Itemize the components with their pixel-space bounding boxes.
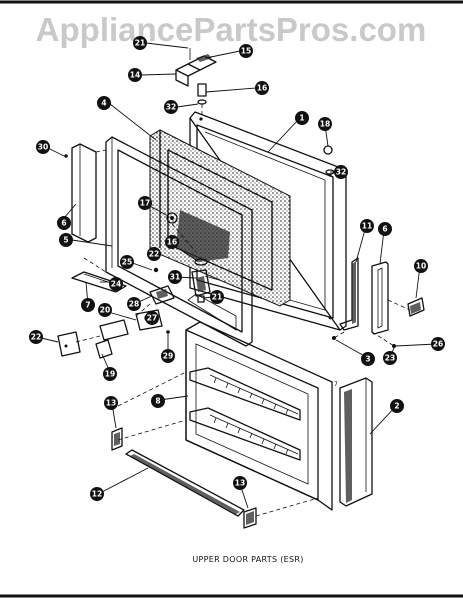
callout-31: 31 (168, 270, 182, 284)
svg-text:4: 4 (101, 99, 106, 108)
svg-text:28: 28 (129, 300, 139, 309)
callout-28: 28 (127, 297, 141, 311)
callout-7: 7 (81, 298, 95, 312)
callout-11: 11 (360, 219, 374, 233)
svg-text:25: 25 (122, 258, 132, 267)
svg-text:2: 2 (394, 402, 399, 411)
svg-text:16: 16 (167, 238, 177, 247)
svg-text:7: 7 (85, 301, 90, 310)
right-hinge-bracket (339, 257, 359, 331)
callout-18: 18 (318, 117, 332, 131)
svg-text:14: 14 (130, 71, 140, 80)
svg-text:19: 19 (105, 370, 115, 379)
svg-text:6: 6 (382, 225, 387, 234)
svg-text:16: 16 (257, 84, 267, 93)
svg-text:32: 32 (166, 103, 176, 112)
svg-text:23: 23 (385, 354, 395, 363)
svg-text:27: 27 (147, 314, 157, 323)
door-gasket-frame (105, 136, 253, 347)
svg-text:5: 5 (63, 236, 68, 245)
trim-end-caps (111, 427, 257, 529)
svg-text:26: 26 (433, 340, 443, 349)
svg-text:6: 6 (61, 219, 66, 228)
callout-3: 3 (361, 352, 375, 366)
svg-text:18: 18 (320, 120, 330, 129)
callout-13-right: 13 (233, 476, 247, 490)
center-hinge-parts (191, 258, 211, 303)
svg-text:3: 3 (365, 355, 370, 364)
callout-13-left: 13 (104, 396, 118, 410)
bottom-trim-bar (125, 449, 245, 517)
svg-text:30: 30 (38, 143, 48, 152)
callout-2: 2 (390, 399, 404, 413)
alignment-lines (75, 104, 411, 517)
watermark-text: AppliancePartsPros.com (36, 11, 427, 48)
callout-29: 29 (161, 349, 175, 363)
svg-text:11: 11 (362, 222, 372, 231)
svg-text:12: 12 (92, 490, 102, 499)
callout-5: 5 (59, 233, 73, 247)
callout-4: 4 (97, 96, 111, 110)
callout-22-mid: 22 (147, 247, 161, 261)
svg-text:8: 8 (155, 397, 160, 406)
callout-8: 8 (151, 394, 165, 408)
callout-10: 10 (414, 259, 428, 273)
callout-17: 17 (138, 196, 152, 210)
left-trim-strip (71, 143, 97, 243)
callout-16-top: 16 (255, 81, 269, 95)
callout-12: 12 (90, 487, 104, 501)
svg-text:1: 1 (299, 114, 304, 123)
svg-text:20: 20 (100, 306, 110, 315)
callout-1: 1 (295, 111, 309, 125)
callout-24: 24 (109, 277, 123, 291)
handle-insert (407, 297, 425, 317)
callout-30: 30 (36, 140, 50, 154)
callout-6-right: 6 (378, 222, 392, 236)
svg-text:10: 10 (416, 262, 426, 271)
svg-text:15: 15 (241, 47, 251, 56)
door-handle (371, 261, 389, 335)
lower-hinge-plate (57, 319, 129, 359)
top-hinge-assembly (175, 48, 217, 105)
svg-text:13: 13 (235, 479, 245, 488)
callout-14: 14 (128, 68, 142, 82)
callout-22-lower: 22 (29, 330, 43, 344)
label-7-small: 7 (334, 381, 338, 388)
right-side-trim (339, 377, 373, 507)
callout-15: 15 (239, 44, 253, 58)
svg-text:24: 24 (111, 280, 121, 289)
callout-32-top: 32 (164, 100, 178, 114)
callout-26: 26 (431, 337, 445, 351)
callout-6-left: 6 (57, 216, 71, 230)
callout-20: 20 (98, 303, 112, 317)
svg-text:32: 32 (336, 168, 346, 177)
callout-19: 19 (103, 367, 117, 381)
callout-23: 23 (383, 351, 397, 365)
inner-door-liner (185, 293, 333, 511)
callout-32-right: 32 (334, 165, 348, 179)
svg-text:31: 31 (170, 273, 180, 282)
callout-27: 27 (145, 311, 159, 325)
callout-16-mid: 16 (165, 235, 179, 249)
diagram-caption: UPPER DOOR PARTS (ESR) (192, 555, 303, 564)
svg-text:22: 22 (31, 333, 41, 342)
callout-21-top: 21 (133, 36, 147, 50)
svg-text:22: 22 (149, 250, 159, 259)
callout-25: 25 (120, 255, 134, 269)
svg-text:17: 17 (140, 199, 150, 208)
svg-text:21: 21 (135, 39, 145, 48)
svg-text:29: 29 (163, 352, 173, 361)
svg-text:13: 13 (106, 399, 116, 408)
svg-text:21: 21 (212, 293, 222, 302)
callout-21-mid: 21 (210, 290, 224, 304)
